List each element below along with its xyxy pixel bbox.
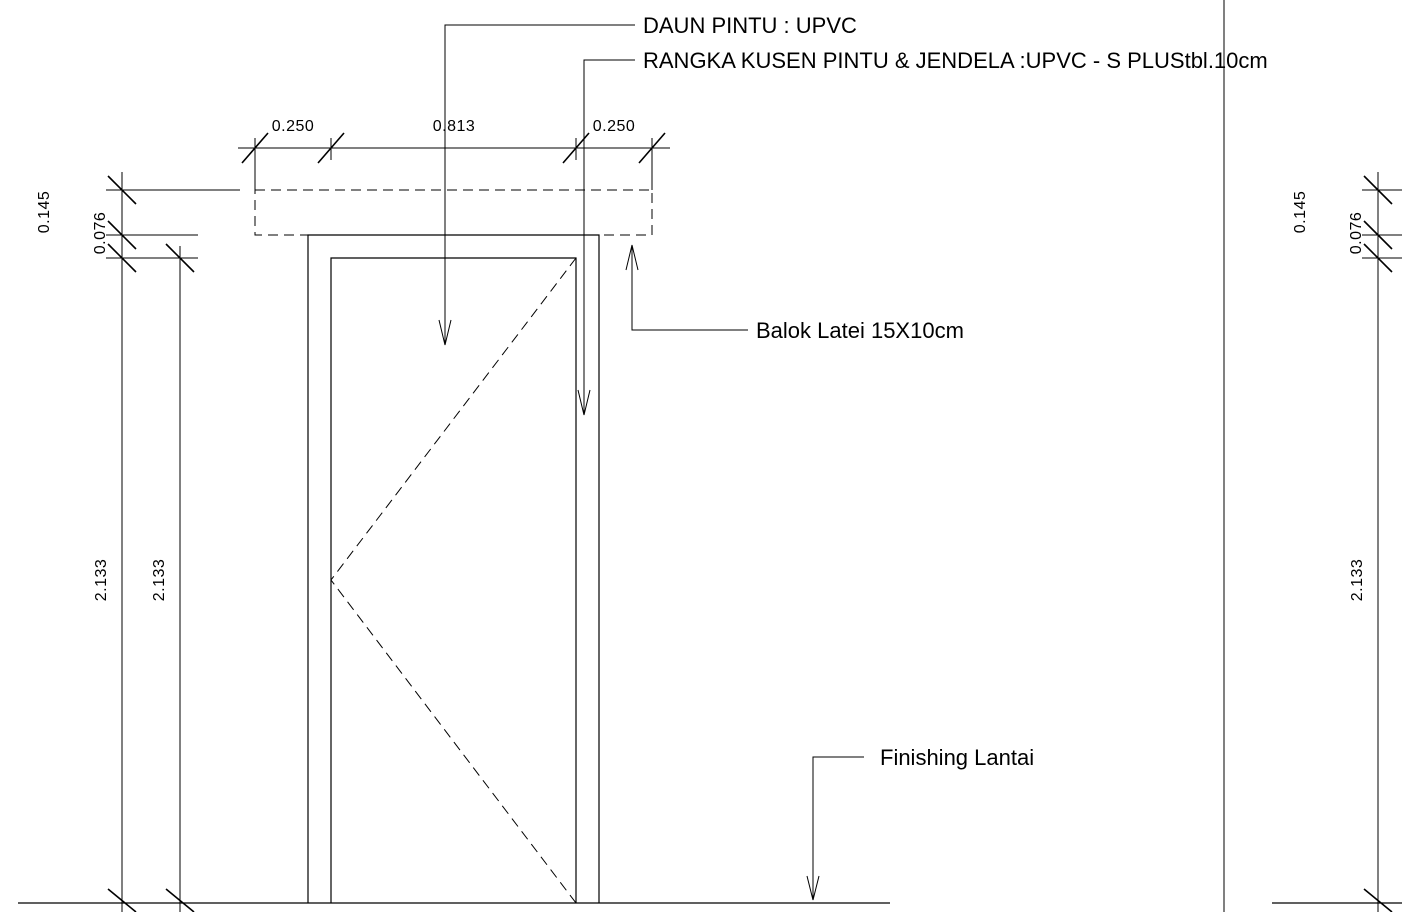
leader-door-leaf bbox=[438, 24, 635, 346]
label-frame: RANGKA KUSEN PINTU & JENDELA :UPVC - S P… bbox=[643, 48, 1268, 73]
door-swing-indicator bbox=[330, 257, 577, 904]
top-dimension-line bbox=[238, 132, 670, 190]
left-dimension-line-inner bbox=[165, 243, 195, 912]
dim-right-lintel-height: 0.145 bbox=[1292, 191, 1309, 234]
leader-lintel bbox=[625, 244, 748, 331]
dim-right-door-height: 2.133 bbox=[1349, 559, 1366, 602]
dim-door-height-inner: 2.133 bbox=[151, 559, 168, 602]
leader-frame bbox=[577, 59, 635, 416]
label-floor-finish: Finishing Lantai bbox=[880, 745, 1034, 770]
dim-lintel-height: 0.145 bbox=[36, 191, 53, 234]
dim-left-jamb: 0.250 bbox=[272, 118, 315, 135]
leader-floor-finish bbox=[806, 756, 864, 901]
lintel-beam bbox=[254, 189, 653, 236]
dim-door-height-outer: 2.133 bbox=[93, 559, 110, 602]
right-dimension-line bbox=[1362, 172, 1402, 912]
label-lintel: Balok Latei 15X10cm bbox=[756, 318, 964, 343]
dim-right-jamb: 0.250 bbox=[593, 118, 636, 135]
left-dimension-line-outer bbox=[106, 172, 240, 912]
dim-right-frame-head: 0.076 bbox=[1348, 212, 1365, 255]
dim-frame-head: 0.076 bbox=[92, 212, 109, 255]
label-door-leaf: DAUN PINTU : UPVC bbox=[643, 13, 857, 38]
door-frame bbox=[307, 234, 600, 903]
dim-opening-width: 0.813 bbox=[433, 118, 476, 135]
